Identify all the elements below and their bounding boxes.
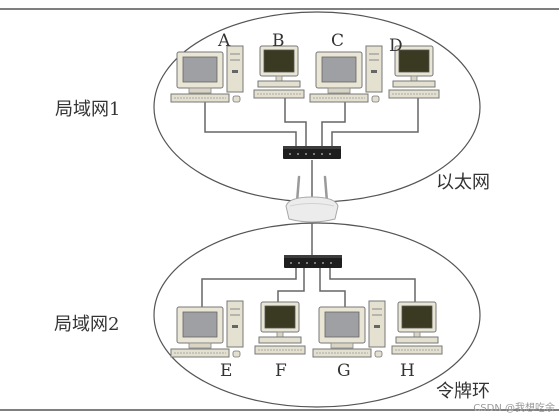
- computer-b-label: B: [272, 31, 285, 51]
- computer-a-icon: [170, 45, 244, 103]
- computer-e-icon: [170, 300, 244, 358]
- computer-d-label: D: [389, 36, 403, 56]
- computer-c-label: C: [331, 31, 345, 51]
- lan2-hub-icon: [284, 255, 342, 268]
- computer-g-label: G: [337, 361, 351, 381]
- lan2-cables: [201, 268, 416, 310]
- lan2-type-label: 令牌环: [436, 381, 490, 402]
- lan2-label: 局域网2: [54, 314, 120, 335]
- router-icon: [285, 175, 339, 223]
- computer-f-label: F: [275, 361, 287, 381]
- computer-b-icon: [253, 45, 305, 99]
- computer-h-icon: [391, 301, 443, 355]
- lan1-label: 局域网1: [55, 99, 121, 120]
- computer-c-icon: [309, 45, 383, 103]
- lan1-boundary: [153, 11, 481, 203]
- lan1-hub-icon: [283, 146, 341, 159]
- computer-a-label: A: [218, 31, 231, 51]
- computer-f-icon: [254, 301, 306, 355]
- lan2-boundary: [153, 222, 481, 408]
- lan1-type-label: 以太网: [436, 172, 490, 193]
- computer-e-label: E: [220, 361, 233, 381]
- computer-g-icon: [312, 300, 386, 358]
- watermark: CSDN @我想吃余: [473, 403, 555, 414]
- computer-h-label: H: [400, 361, 415, 381]
- lan1-cables: [204, 98, 419, 146]
